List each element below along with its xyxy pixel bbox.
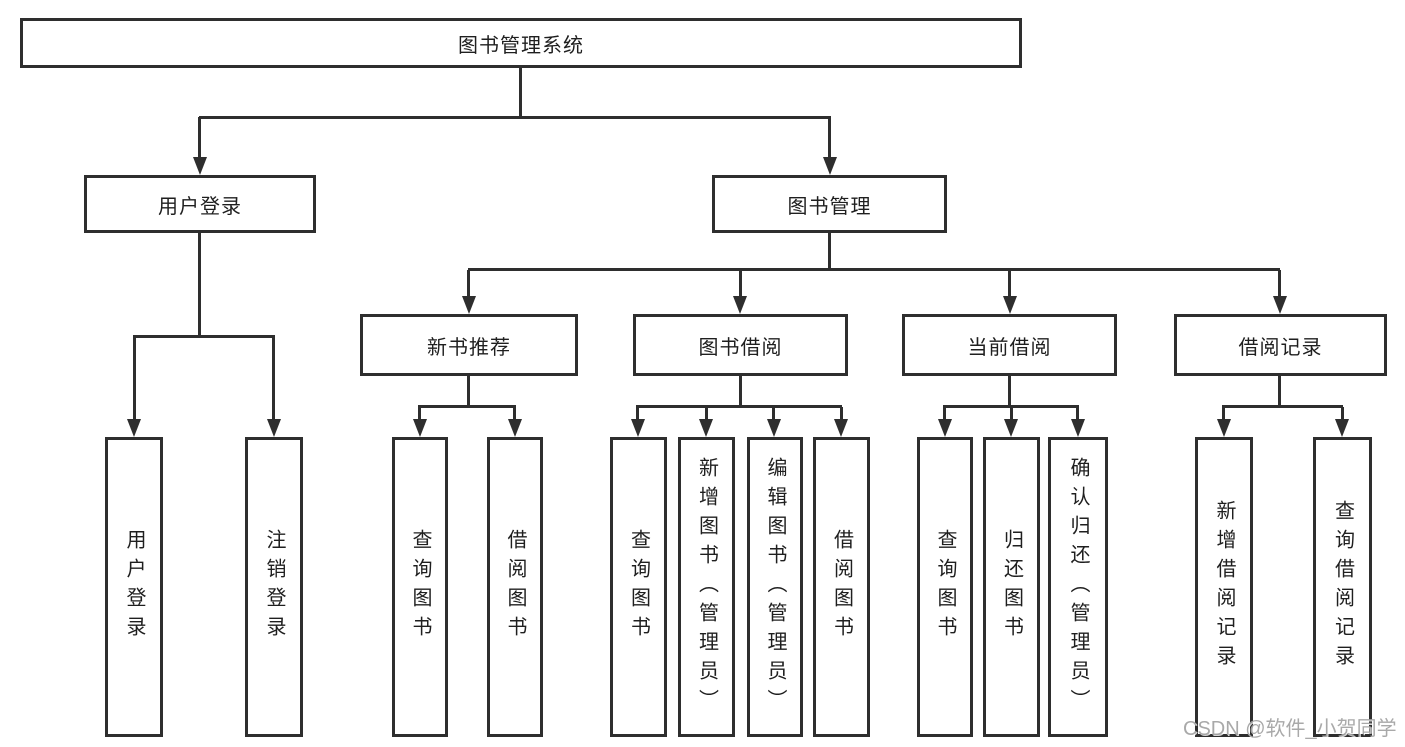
connector-line [943,407,946,421]
connector-line [1222,407,1225,421]
node-library-management-system: 图书管理系统 [20,18,1022,68]
node-label: 借阅记录 [1238,336,1323,359]
arrow-down-icon [1217,419,1231,437]
node-book-borrowing: 图书借阅 [633,314,848,376]
leaf-query-borrow-record: 查询借阅记录 [1313,437,1372,737]
node-label: 查询图书 [934,529,956,645]
node-label: 图书借阅 [698,336,783,359]
connector-line [1278,270,1281,297]
arrow-down-icon [823,157,837,175]
connector-line [739,376,742,407]
connector-line [636,405,842,408]
connector-line [467,270,470,297]
connector-line [1008,270,1011,297]
csdn-watermark: CSDN @软件_小贺同学 [1183,718,1397,740]
connector-line [133,335,275,338]
arrow-down-icon [733,296,747,314]
connector-line [513,407,516,421]
node-label: 用户登录 [158,195,242,218]
connector-line [1278,376,1281,407]
connector-line [1010,407,1013,421]
connector-line [1222,405,1343,408]
connector-line [133,336,136,420]
arrow-down-icon [267,419,281,437]
arrow-down-icon [1335,419,1349,437]
node-new-book-recommendation: 新书推荐 [360,314,578,376]
arrow-down-icon [767,419,781,437]
connector-line [840,407,843,421]
node-label: 用户登录 [123,529,145,645]
arrow-down-icon [193,157,207,175]
arrow-down-icon [462,296,476,314]
connector-line [198,233,201,336]
connector-line [828,233,831,270]
node-label: 查询图书 [409,529,431,645]
node-current-borrowing: 当前借阅 [902,314,1117,376]
arrow-down-icon [1003,296,1017,314]
connector-line [772,407,775,421]
connector-line [636,407,639,421]
leaf-user-login: 用户登录 [105,437,163,737]
node-label: 新书推荐 [427,336,511,359]
leaf-edit-book-admin: 编辑图书（管理员） [747,437,803,737]
leaf-borrow-books: 借阅图书 [813,437,870,737]
leaf-confirm-return-admin: 确认归还（管理员） [1048,437,1108,737]
node-label: 编辑图书（管理员） [764,456,786,718]
arrow-down-icon [631,419,645,437]
connector-line [418,405,516,408]
node-label: 借阅图书 [830,529,853,645]
arrow-down-icon [1004,419,1018,437]
leaf-add-borrow-record: 新增借阅记录 [1195,437,1253,737]
connector-line [943,405,1079,408]
connector-line [272,336,275,420]
connector-line [1008,376,1011,407]
node-label: 新增图书（管理员） [695,456,718,718]
connector-line [1341,407,1344,421]
connector-line [198,117,201,159]
connector-line [739,270,742,297]
arrow-down-icon [508,419,522,437]
node-borrowing-records: 借阅记录 [1174,314,1387,376]
node-label: 借阅图书 [504,529,526,645]
connector-line [828,117,831,159]
node-label: 查询借阅记录 [1331,500,1354,674]
leaf-query-books-recommend: 查询图书 [392,437,448,737]
leaf-logout: 注销登录 [245,437,303,737]
node-label: 图书管理系统 [458,34,584,57]
connector-line [519,68,522,117]
node-label: 确认归还（管理员） [1067,456,1089,718]
arrow-down-icon [938,419,952,437]
node-user-login: 用户登录 [84,175,316,233]
leaf-add-book-admin: 新增图书（管理员） [678,437,735,737]
leaf-query-books-current: 查询图书 [917,437,973,737]
node-label: 新增借阅记录 [1213,500,1235,674]
leaf-query-books-borrowing: 查询图书 [610,437,667,737]
arrow-down-icon [1273,296,1287,314]
connector-line [199,116,831,119]
node-book-management: 图书管理 [712,175,947,233]
arrow-down-icon [699,419,713,437]
connector-line [1076,407,1079,421]
connector-line [418,407,421,421]
arrow-down-icon [127,419,141,437]
leaf-return-book: 归还图书 [983,437,1040,737]
node-label: 归还图书 [1000,529,1023,645]
node-label: 当前借阅 [967,336,1052,359]
connector-line [468,268,1280,271]
node-label: 图书管理 [787,195,872,218]
arrow-down-icon [413,419,427,437]
arrow-down-icon [1071,419,1085,437]
leaf-borrow-books-recommend: 借阅图书 [487,437,543,737]
connector-line [705,407,708,421]
arrow-down-icon [834,419,848,437]
connector-line [467,376,470,407]
node-label: 注销登录 [263,529,285,645]
node-label: 查询图书 [627,529,650,645]
